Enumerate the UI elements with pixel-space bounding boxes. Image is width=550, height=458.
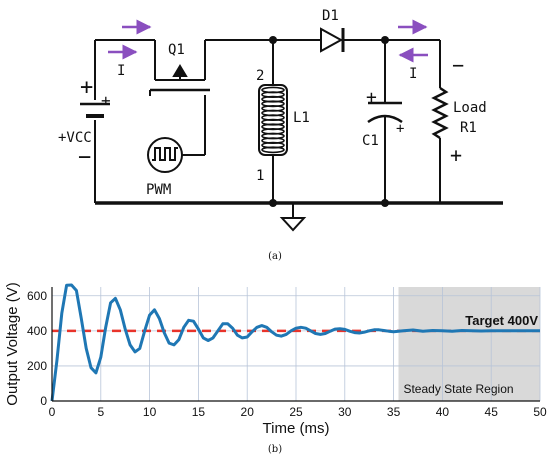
x-tick-label: 15 [192,405,206,419]
d1-label: D1 [322,8,339,24]
q1-label: Q1 [168,42,185,58]
x-tick-label: 20 [241,405,255,419]
pwm-source [147,137,183,173]
l1-pin-1: 1 [256,168,264,184]
target-label: Target 400V [465,313,538,328]
r1-label: R1 [460,120,477,136]
x-tick-label: 0 [49,405,56,419]
c1-plus-bottom: + [396,121,404,137]
battery-minus: − [78,145,91,170]
diode-d1 [315,27,345,53]
x-tick-label: 35 [387,405,401,419]
junction-dot [381,36,389,44]
y-axis-label: Output Voltage (V) [4,282,21,405]
inductor-l1 [258,84,288,156]
x-tick-label: 40 [436,405,450,419]
y-tick-label: 400 [27,324,47,338]
junction-dot [381,199,389,207]
x-tick-label: 25 [289,405,303,419]
coil-turn [261,146,285,154]
output-voltage-series [50,283,540,402]
ground-symbol [279,217,307,232]
y-tick-labels: 0 200 400 600 [27,289,47,408]
junction-dot [269,36,277,44]
c1-label: C1 [362,133,379,149]
x-tick-label: 50 [533,405,547,419]
vcc-label: +VCC [58,130,92,146]
junction-dot [269,199,277,207]
x-tick-label: 45 [485,405,499,419]
x-tick-label: 5 [97,405,104,419]
x-tick-label: 10 [143,405,157,419]
resistor-r1 [431,86,449,140]
l1-label: L1 [293,110,310,126]
l1-pin-2: 2 [256,68,264,84]
battery-vcc [80,100,110,120]
output-voltage-chart: Steady State Region 0 5 10 15 20 25 30 35 40 45 50… [4,282,547,455]
c1-plus-top: + [366,87,377,108]
pwm-label: PWM [146,182,171,198]
load-minus: − [452,53,464,77]
current-label-right: I [409,66,417,82]
battery-plus-small: + [101,91,111,110]
battery-plus-big: + [80,75,93,100]
mosfet-q1 [149,64,210,156]
junctions [269,36,389,207]
load-plus: + [450,143,462,167]
y-tick-label: 0 [40,394,47,408]
capacitor-c1 [367,101,403,124]
x-axis-label: Time (ms) [263,420,330,437]
current-label-left: I [117,63,125,79]
current-arrows [108,19,428,63]
y-tick-label: 200 [27,359,47,373]
circuit-diagram [94,39,503,232]
caption-a: (a) [268,251,282,262]
x-tick-label: 30 [338,405,352,419]
y-tick-label: 600 [27,289,47,303]
caption-b: (b) [268,444,282,455]
x-tick-labels: 0 5 10 15 20 25 30 35 40 45 50 [49,405,547,419]
steady-state-region [398,287,540,401]
load-label: Load [453,100,487,116]
steady-state-label: Steady State Region [403,382,513,396]
